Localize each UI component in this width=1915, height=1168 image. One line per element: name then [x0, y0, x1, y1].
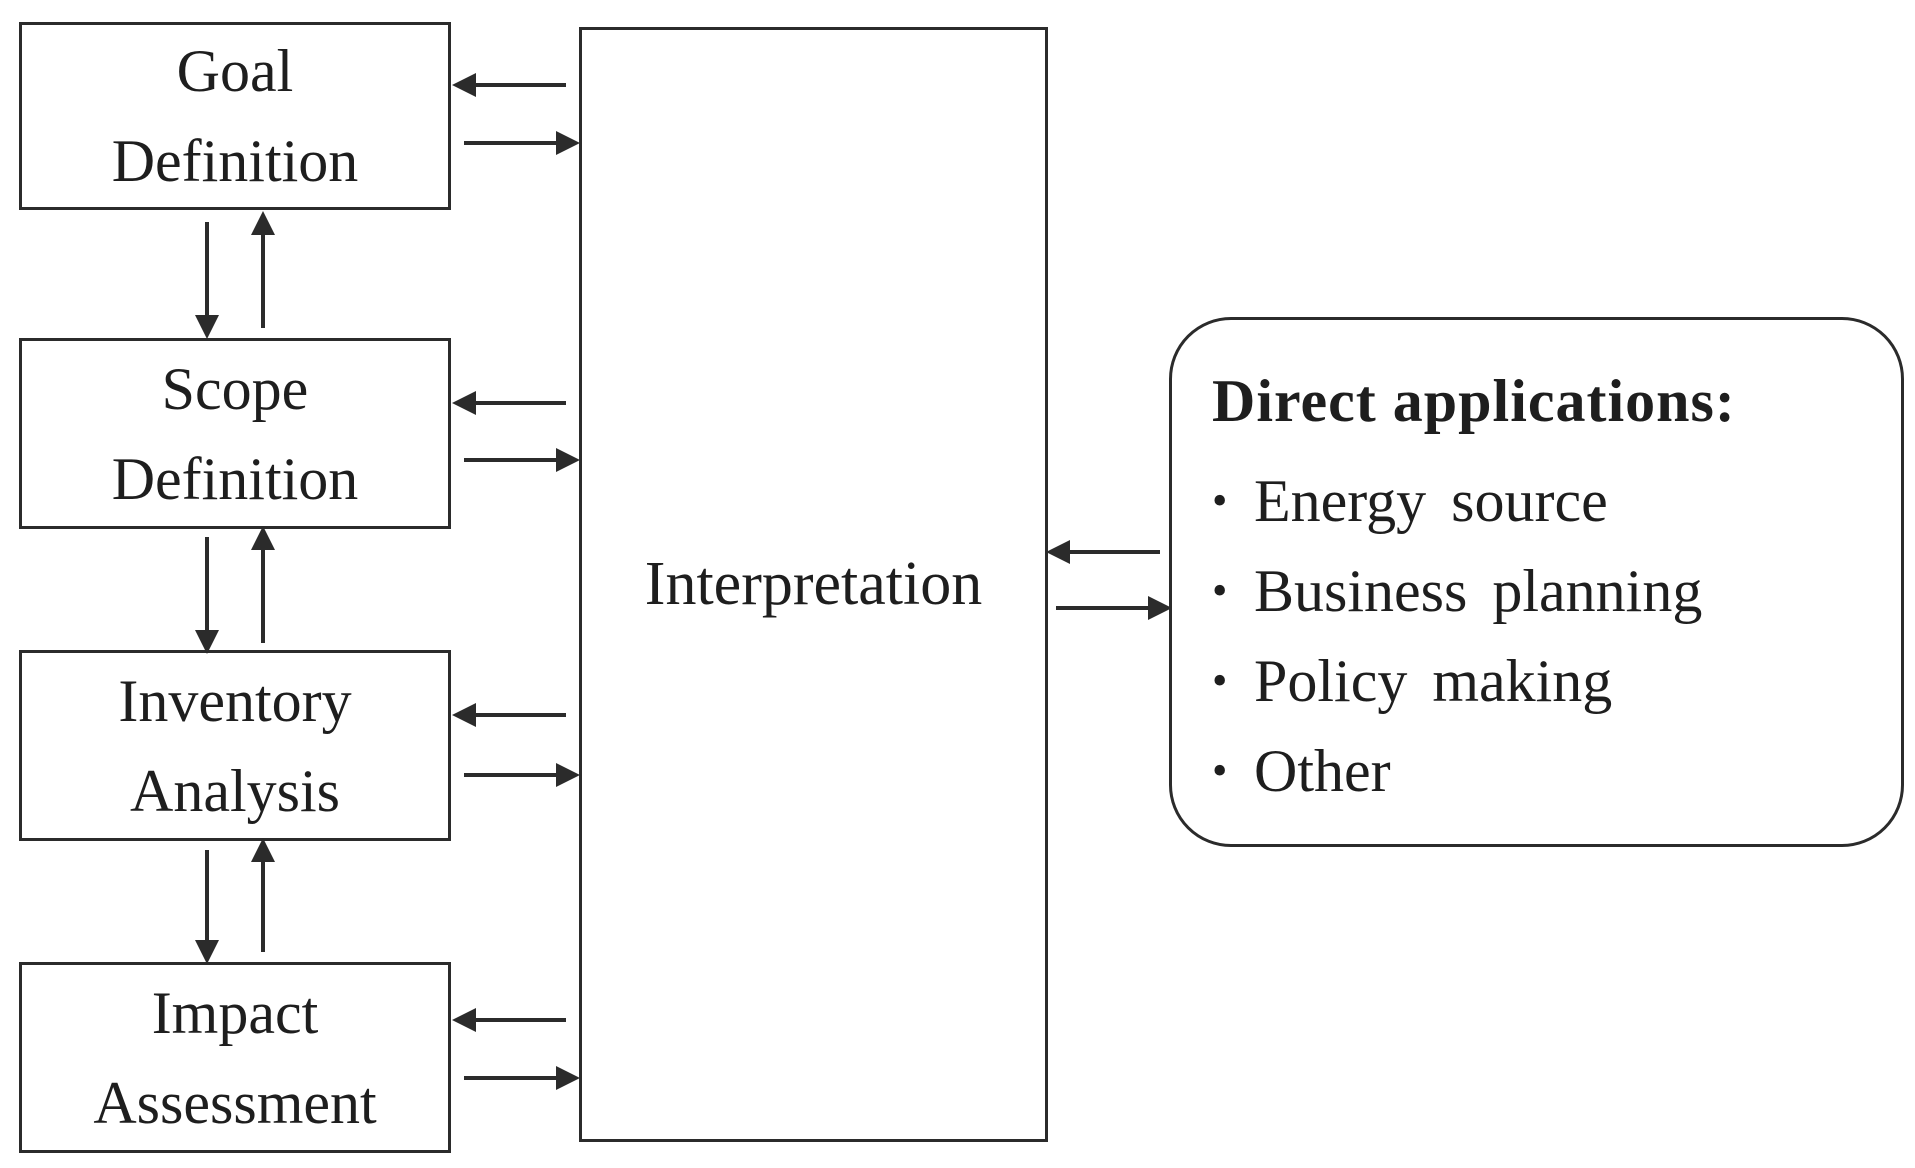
direct-applications-box: Direct applications: • Energy source • Bus…: [1169, 317, 1904, 847]
interpretation-label: Interpretation: [644, 550, 983, 618]
impact-assessment-line2: Assessment: [93, 1069, 377, 1136]
scope-definition-line1: Scope: [161, 355, 309, 422]
scope-definition-box: Scope Definition: [19, 338, 451, 529]
direct-applications-heading: Direct applications:: [1212, 368, 1736, 434]
goal-definition-line2: Definition: [111, 128, 359, 194]
bullet-icon: •: [1212, 476, 1228, 525]
bullet-icon: •: [1212, 746, 1228, 795]
bullet-icon: •: [1212, 656, 1228, 705]
interpretation-box: Interpretation: [579, 27, 1048, 1142]
application-item-label: Business planning: [1254, 558, 1703, 624]
application-item-label: Other: [1254, 738, 1391, 804]
impact-assessment-line1: Impact: [151, 979, 319, 1046]
application-item: • Policy making: [1212, 636, 1901, 726]
bullet-icon: •: [1212, 566, 1228, 615]
goal-definition-line1: Goal: [176, 38, 294, 104]
scope-definition-line2: Definition: [111, 445, 359, 512]
goal-definition-box: Goal Definition: [19, 22, 451, 210]
application-item-label: Policy making: [1254, 648, 1613, 714]
application-item: • Energy source: [1212, 456, 1901, 546]
inventory-analysis-line1: Inventory: [118, 667, 352, 734]
application-item: • Business planning: [1212, 546, 1901, 636]
application-item: • Other: [1212, 726, 1901, 816]
inventory-analysis-box: Inventory Analysis: [19, 650, 451, 841]
inventory-analysis-line2: Analysis: [130, 757, 340, 824]
impact-assessment-box: Impact Assessment: [19, 962, 451, 1153]
application-item-label: Energy source: [1254, 468, 1608, 534]
